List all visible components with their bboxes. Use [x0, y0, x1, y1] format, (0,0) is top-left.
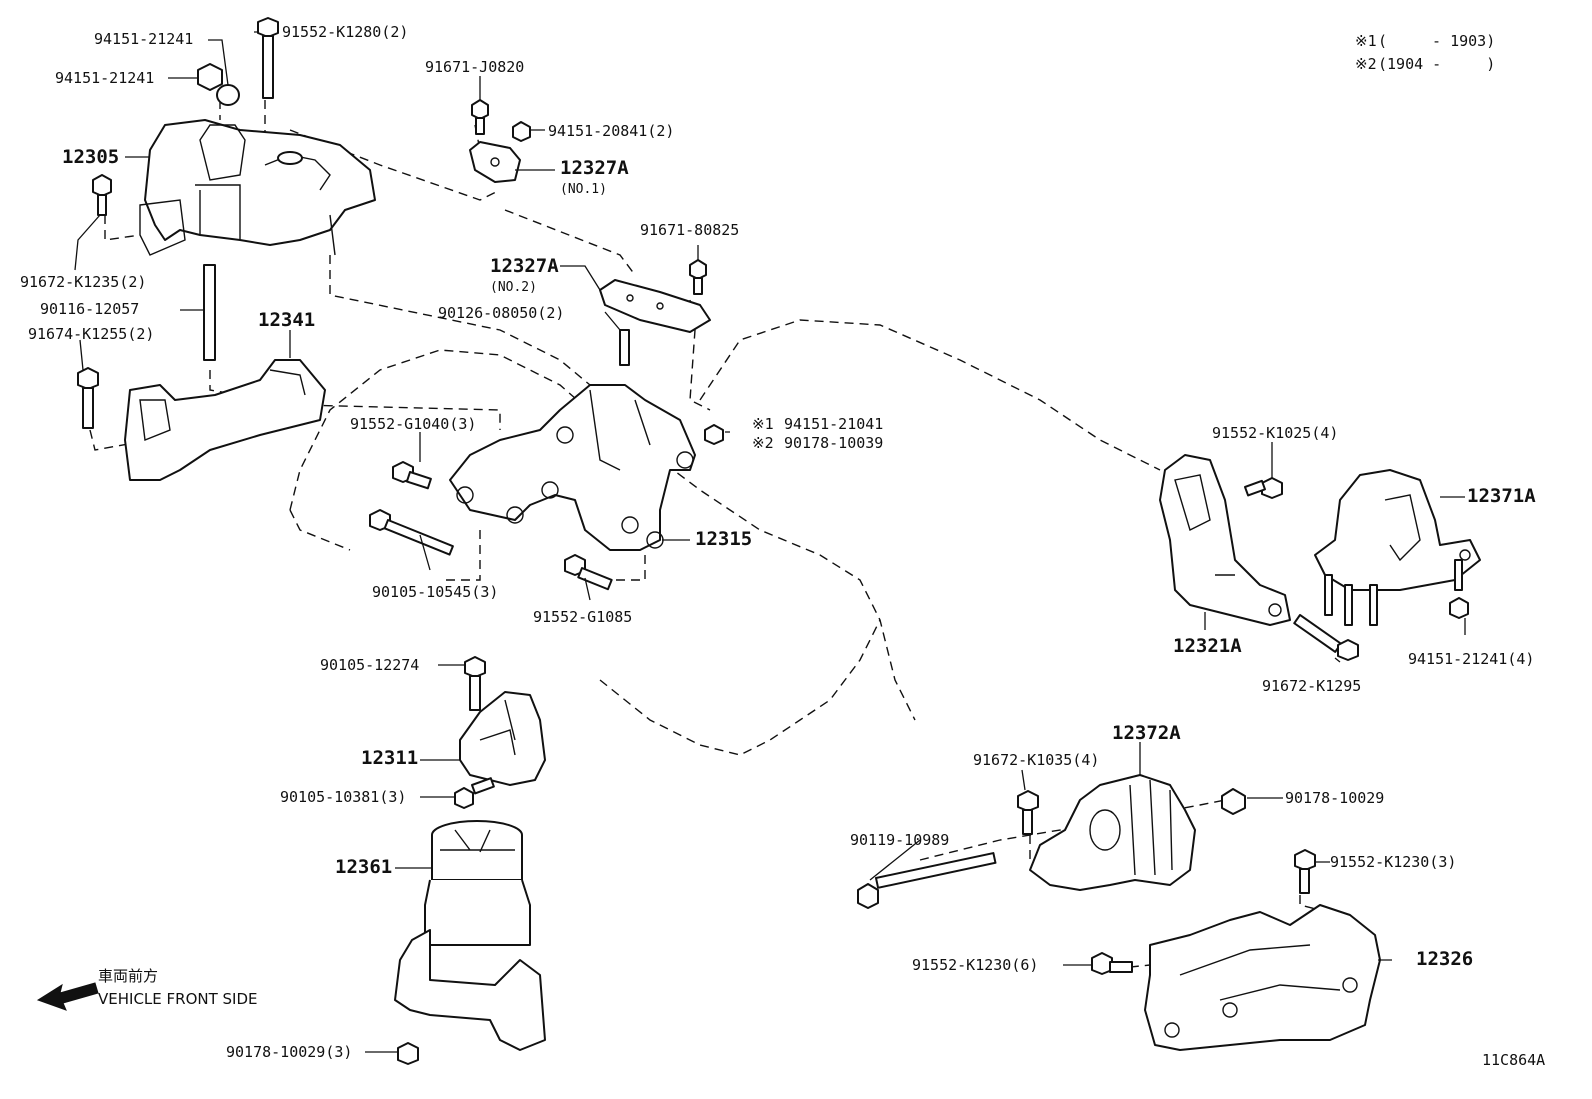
part-12327a-no2-bracket [599, 279, 711, 333]
label-94151-21241-a[interactable]: 94151-21241 [94, 30, 194, 48]
label-mark-1: ※1 [752, 415, 774, 433]
label-90126-08050[interactable]: 90126-08050(2) [438, 304, 565, 322]
label-91552-k1025[interactable]: 91552-K1025(4) [1212, 424, 1339, 442]
vehicle-front-arrow [36, 982, 99, 1011]
note-2-mark: ※2 [1355, 55, 1377, 73]
note-2-range: (1904 - ) [1378, 55, 1496, 73]
label-94151-21241-4[interactable]: 94151-21241(4) [1408, 650, 1535, 668]
part-12321a-bracket [1159, 454, 1291, 626]
bolt-91552-g1040 [392, 461, 432, 490]
label-12327a-no2[interactable]: 12327A [490, 255, 559, 277]
label-12315[interactable]: 12315 [695, 528, 753, 550]
bolt-90105-12274 [464, 656, 486, 711]
part-12372a-mount [1029, 774, 1196, 891]
label-12327a-no1[interactable]: 12327A [560, 157, 629, 179]
assembly-line-2 [329, 255, 591, 386]
label-91671-j0820[interactable]: 91671-J0820 [425, 58, 525, 76]
bolt-91552-k1025 [1244, 477, 1283, 499]
label-12341[interactable]: 12341 [258, 309, 316, 331]
bolt-91671-j0820 [471, 99, 489, 135]
label-94151-21241-b[interactable]: 94151-21241 [55, 69, 155, 87]
assembly-line-5 [104, 215, 141, 241]
bolt-90119-10989 [857, 852, 997, 909]
label-90105-12274[interactable]: 90105-12274 [320, 656, 420, 674]
nut-94151-21241-a [216, 84, 240, 106]
label-90178-10029-3[interactable]: 90178-10029(3) [226, 1043, 353, 1061]
bolt-91674-k1255 [77, 367, 99, 429]
nut-90178-10029-3 [397, 1042, 419, 1065]
nut-94151-21241-4 [1449, 597, 1469, 619]
diagram-code: 11C864A [1482, 1051, 1546, 1069]
label-12361[interactable]: 12361 [335, 856, 393, 878]
label-90116-12057[interactable]: 90116-12057 [40, 300, 140, 318]
bolt-91552-k1280 [257, 17, 279, 99]
part-12315-bracket [449, 384, 696, 551]
bolt-91672-k1295 [1293, 614, 1359, 661]
vehicle-front-en: VEHICLE FRONT SIDE [98, 990, 258, 1008]
label-no2: (NO.2) [490, 280, 537, 295]
bolt-90105-10545 [369, 509, 454, 556]
bolt-91671-80825 [689, 259, 707, 295]
bolt-91552-k1230-6 [1091, 952, 1133, 975]
nut-94151-21041 [704, 424, 724, 445]
label-12371a[interactable]: 12371A [1467, 485, 1536, 507]
label-91552-k1230-3[interactable]: 91552-K1230(3) [1330, 853, 1457, 871]
label-94151-20841[interactable]: 94151-20841(2) [548, 122, 675, 140]
note-1-range: ( - 1903) [1378, 32, 1496, 50]
leaders [74, 31, 1466, 1053]
part-12371a-mount [1314, 469, 1481, 626]
label-12372a[interactable]: 12372A [1112, 722, 1181, 744]
label-91674-k1255[interactable]: 91674-K1255(2) [28, 325, 155, 343]
part-12311-bracket [459, 691, 546, 786]
assembly-line-9 [440, 530, 646, 581]
label-90105-10545[interactable]: 90105-10545(3) [372, 583, 499, 601]
label-90119-10989[interactable]: 90119-10989 [850, 831, 950, 849]
vehicle-front-jp: 車両前方 [98, 967, 159, 985]
engine-outline-lower [289, 509, 881, 756]
part-12361-front-mount [394, 820, 546, 1051]
label-mark-2: ※2 [752, 434, 774, 452]
label-91552-k1230-6[interactable]: 91552-K1230(6) [912, 956, 1039, 974]
label-91552-g1040[interactable]: 91552-G1040(3) [350, 415, 477, 433]
label-90178-10039[interactable]: 90178-10039 [784, 434, 884, 452]
label-91672-k1295[interactable]: 91672-K1295 [1262, 677, 1362, 695]
label-12321a[interactable]: 12321A [1173, 635, 1242, 657]
label-12311[interactable]: 12311 [361, 747, 419, 769]
label-91552-g1085[interactable]: 91552-G1085 [533, 608, 633, 626]
label-91672-k1035[interactable]: 91672-K1035(4) [973, 751, 1100, 769]
label-91672-k1235[interactable]: 91672-K1235(2) [20, 273, 147, 291]
assembly-line-4 [89, 429, 151, 451]
part-12305-upper-mount [139, 119, 376, 256]
nut-94151-20841 [512, 121, 531, 142]
part-12341-bracket [124, 359, 326, 481]
bolt-91672-k1035 [1017, 790, 1039, 835]
engine-outline-right [699, 319, 1161, 471]
label-12305[interactable]: 12305 [62, 146, 120, 168]
note-1-mark: ※1 [1355, 32, 1377, 50]
bolt-91672-k1235 [92, 174, 112, 216]
bolt-91552-g1085 [564, 554, 613, 591]
bolt-91552-k1230-3 [1294, 849, 1316, 894]
stud-90116-12057 [203, 264, 216, 361]
label-94151-21041[interactable]: 94151-21041 [784, 415, 884, 433]
label-90178-10029-r[interactable]: 90178-10029 [1285, 789, 1385, 807]
nut-90178-10029-r [1221, 788, 1246, 815]
label-91552-k1280[interactable]: 91552-K1280(2) [282, 23, 409, 41]
nut-94151-21241-b [197, 63, 223, 91]
part-12326-bracket [1144, 904, 1381, 1051]
label-no1: (NO.1) [560, 182, 607, 197]
part-12327a-no1-bracket [469, 141, 521, 183]
label-91671-80825[interactable]: 91671-80825 [640, 221, 740, 239]
bolt-90105-10381 [454, 777, 495, 809]
label-12326[interactable]: 12326 [1416, 948, 1474, 970]
stud-90126-08050 [619, 329, 630, 366]
label-90105-10381[interactable]: 90105-10381(3) [280, 788, 407, 806]
